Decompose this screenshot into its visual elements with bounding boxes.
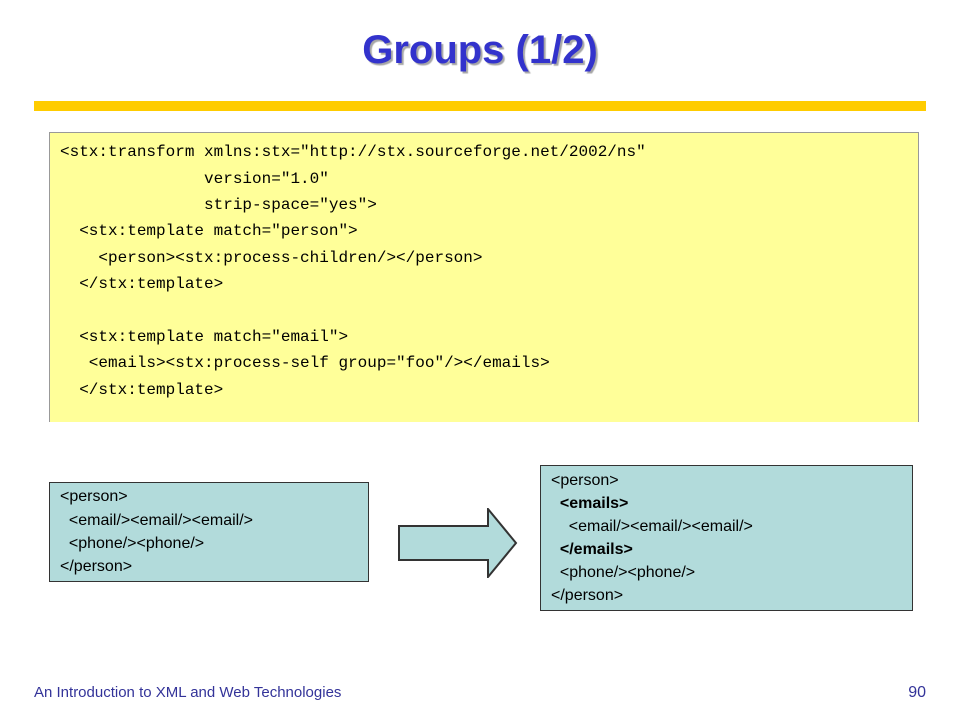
code-line: version="1.0" <box>60 170 329 188</box>
input-xml-line: <phone/><phone/> <box>60 535 205 552</box>
stx-code-block: <stx:transform xmlns:stx="http://stx.sou… <box>49 132 919 422</box>
input-xml-line: </person> <box>60 558 133 575</box>
code-line: <stx:template match="person"> <box>60 222 358 240</box>
code-line: <stx:template match="email"> <box>60 328 349 346</box>
code-line: <person><stx:process-children/></person> <box>60 249 483 267</box>
input-xml-line: <person> <box>60 488 128 505</box>
page-number: 90 <box>908 684 926 701</box>
output-xml-line: <person> <box>551 472 619 489</box>
output-xml-line: <phone/><phone/> <box>551 564 696 581</box>
code-line: </stx:template> <box>60 381 224 399</box>
code-line: </stx:template> <box>60 275 224 293</box>
right-arrow-icon <box>398 508 518 578</box>
output-xml-line: <email/><email/><email/> <box>551 518 753 535</box>
code-line: <emails><stx:process-self group="foo"/><… <box>60 354 550 372</box>
title-divider <box>34 101 926 111</box>
input-xml-line: <email/><email/><email/> <box>60 512 253 529</box>
code-line: <stx:transform xmlns:stx="http://stx.sou… <box>60 143 646 161</box>
slide-title: Groups (1/2) <box>362 28 598 72</box>
code-line: strip-space="yes"> <box>60 196 377 214</box>
output-xml-line-emails-close: </emails> <box>551 541 633 558</box>
footer-text: An Introduction to XML and Web Technolog… <box>34 684 342 701</box>
input-xml-box: <person> <email/><email/><email/> <phone… <box>49 482 369 582</box>
output-xml-line: </person> <box>551 587 624 604</box>
output-xml-line-emails-open: <emails> <box>551 495 629 512</box>
output-xml-box: <person> <emails> <email/><email/><email… <box>540 465 913 611</box>
